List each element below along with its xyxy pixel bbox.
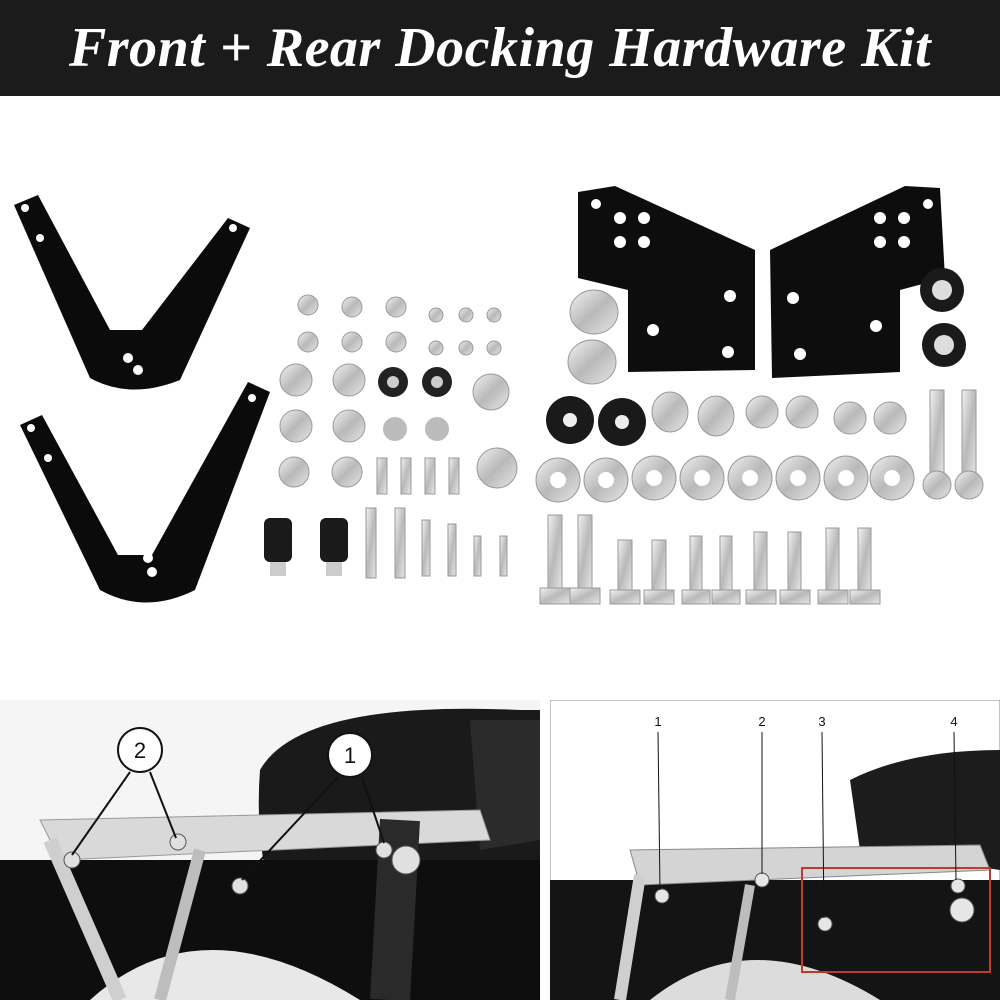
small-bolts	[365, 457, 508, 579]
rear-grommets	[546, 268, 966, 446]
rear-docking-plate-right	[770, 186, 945, 378]
flat-washers	[535, 401, 915, 503]
rear-spacers	[567, 289, 819, 437]
rubber-mounts	[264, 518, 348, 576]
rear-docking-plate-left	[578, 186, 755, 372]
long-bolts	[922, 389, 984, 500]
callout-1: 1	[344, 743, 356, 768]
title-banner: Front + Rear Docking Hardware Kit	[0, 0, 1000, 96]
spacers	[278, 363, 518, 489]
highlight-box	[801, 867, 991, 973]
washer-holes	[550, 470, 900, 488]
callout-3: 3	[818, 714, 825, 729]
callout-2-circle	[117, 727, 163, 773]
hex-bolts	[539, 514, 881, 605]
small-washers	[297, 294, 502, 356]
banner-title: Front + Rear Docking Hardware Kit	[68, 17, 932, 79]
kit-parts-illustration	[14, 186, 984, 605]
front-bracket-top	[14, 195, 250, 390]
callout-2: 2	[134, 738, 146, 763]
installation-diagram: 1 2 3 4	[550, 700, 1000, 1000]
rubber-grommets	[378, 367, 452, 441]
callout-4: 4	[950, 714, 957, 729]
installation-photo: 2 1	[0, 700, 540, 1000]
callout-2: 2	[758, 714, 765, 729]
front-bracket-bottom	[20, 382, 270, 603]
callout-1-circle	[327, 732, 373, 778]
callout-1: 1	[654, 714, 661, 729]
